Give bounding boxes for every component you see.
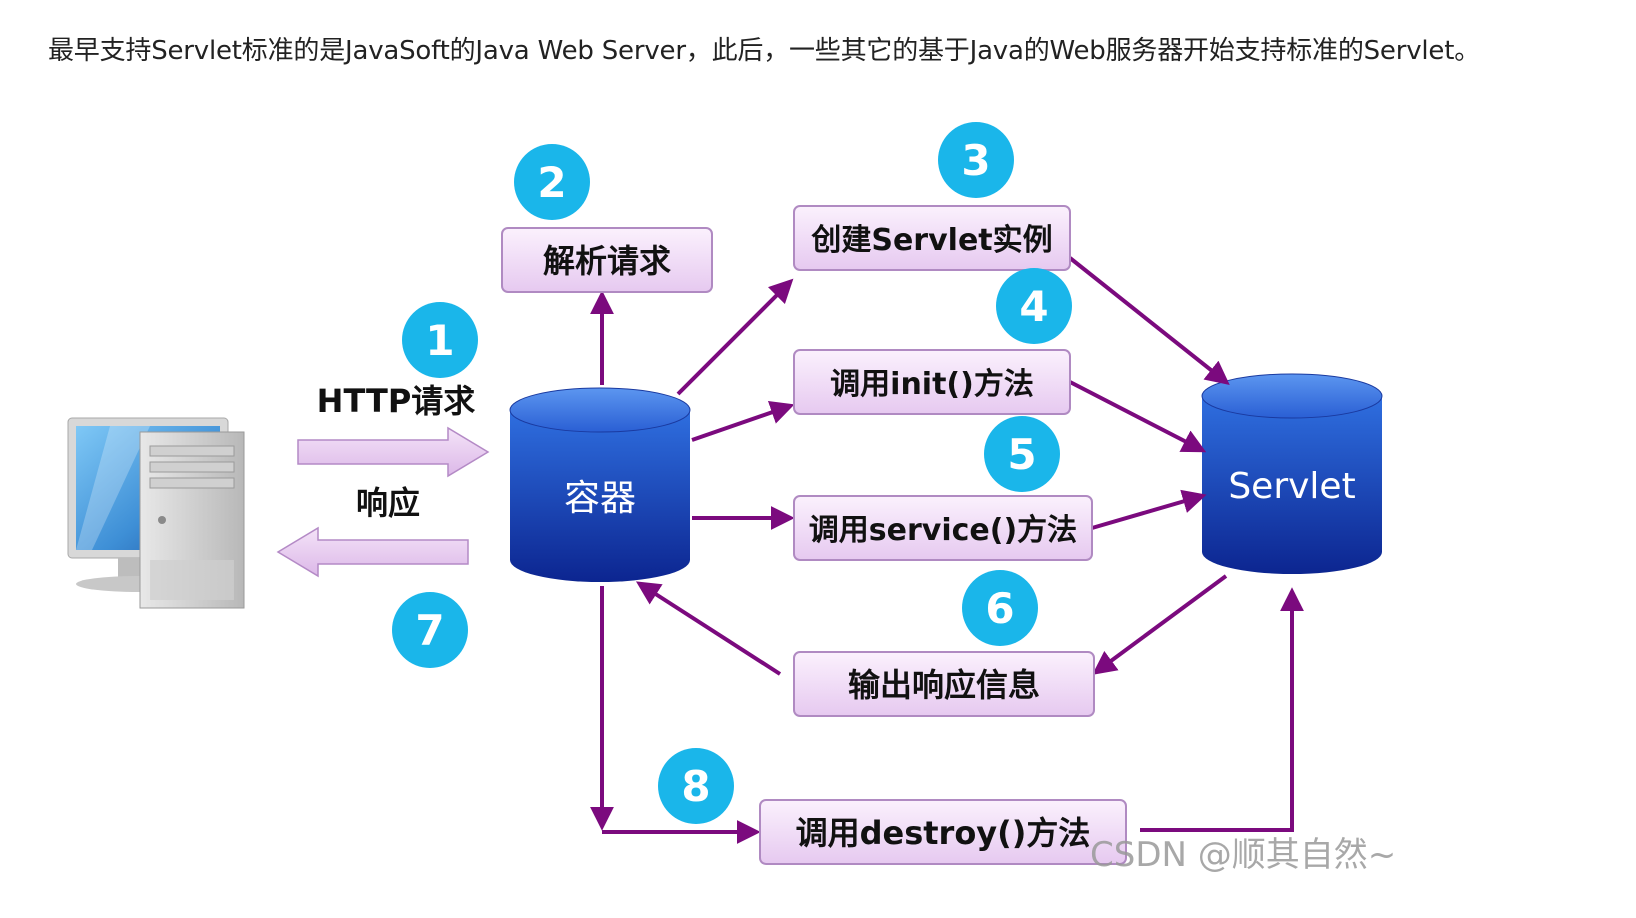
step-3-badge: 3 [938, 122, 1014, 198]
step-1-number: 1 [425, 316, 454, 365]
destroy-method-label: 调用destroy()方法 [796, 814, 1091, 852]
step-box-service: 调用service()方法 [793, 495, 1093, 561]
response-label: 响应 [356, 484, 420, 522]
arrow-service-to-servlet [1091, 489, 1207, 530]
step-3-number: 3 [961, 136, 990, 185]
http-request-arrow [297, 426, 490, 478]
arrow-destroy-to-servlet [1140, 587, 1304, 832]
arrow-init-to-servlet [1069, 380, 1207, 453]
desktop-computer-icon [67, 417, 245, 609]
step-circles: 1 2 3 4 5 6 7 8 [392, 122, 1072, 824]
output-response-label: 输出响应信息 [848, 666, 1040, 704]
parse-request-label: 解析请求 [543, 242, 671, 280]
arrow-servlet-to-output [1092, 574, 1228, 675]
step-box-output: 输出响应信息 [793, 651, 1095, 717]
container-label: 容器 [564, 478, 636, 519]
step-box-destroy: 调用destroy()方法 [759, 799, 1127, 865]
step-6-badge: 6 [962, 570, 1038, 646]
arrow-output-to-container [635, 581, 782, 676]
step-7-number: 7 [415, 606, 444, 655]
step-6-number: 6 [985, 584, 1014, 633]
response-arrow [276, 526, 469, 578]
init-method-label: 调用init()方法 [830, 367, 1034, 402]
step-2-badge: 2 [514, 144, 590, 220]
intro-paragraph: 最早支持Servlet标准的是JavaSoft的Java Web Server，… [48, 36, 1481, 66]
step-5-number: 5 [1007, 430, 1036, 479]
connector-arrows [590, 256, 1304, 844]
step-8-number: 8 [681, 762, 710, 811]
arrow-container-to-init [691, 400, 795, 442]
step-2-number: 2 [537, 158, 566, 207]
service-method-label: 调用service()方法 [809, 513, 1077, 548]
arrow-container-to-create [676, 278, 794, 396]
step-4-number: 4 [1019, 282, 1048, 331]
csdn-watermark: CSDN @顺其自然~ [1090, 835, 1396, 875]
step-4-badge: 4 [996, 268, 1072, 344]
create-instance-label: 创建Servlet实例 [810, 223, 1052, 258]
step-8-badge: 8 [658, 748, 734, 824]
step-box-init: 调用init()方法 [793, 349, 1071, 415]
step-box-create: 创建Servlet实例 [793, 205, 1071, 271]
http-request-label: HTTP请求 [317, 382, 476, 420]
servlet-cylinder: Servlet [1201, 373, 1383, 574]
servlet-label: Servlet [1228, 466, 1355, 507]
step-box-parse: 解析请求 [501, 227, 713, 293]
container-cylinder: 容器 [509, 387, 691, 582]
step-1-badge: 1 [402, 302, 478, 378]
step-7-badge: 7 [392, 592, 468, 668]
arrow-create-to-servlet [1068, 256, 1230, 385]
step-5-badge: 5 [984, 416, 1060, 492]
